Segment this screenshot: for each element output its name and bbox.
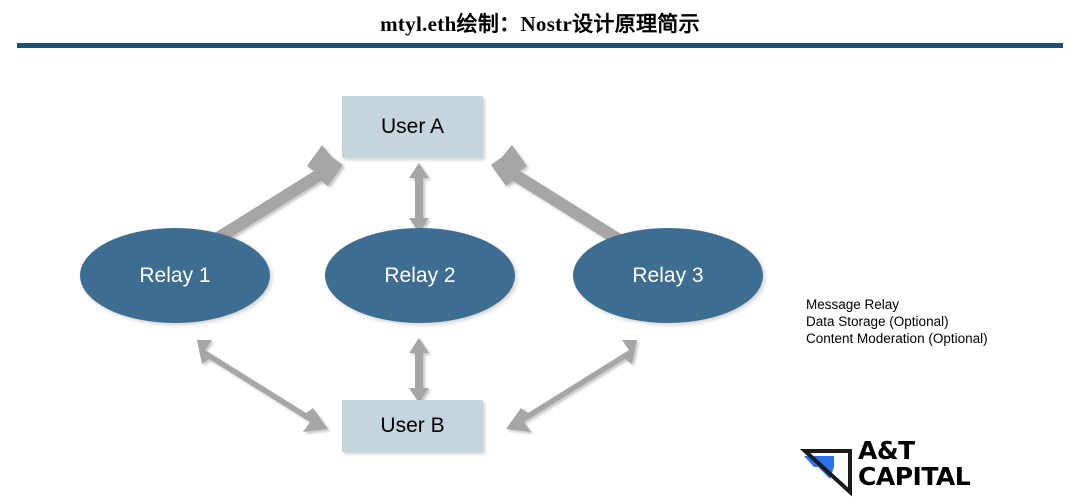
arrow-user-b-relay-1 xyxy=(197,340,328,432)
relay-role-line-2: Data Storage (Optional) xyxy=(806,314,949,329)
node-user-b[interactable]: User B xyxy=(342,400,483,452)
arrow-user-b-relay-3 xyxy=(506,340,637,432)
relay-role-line-3: Content Moderation (Optional) xyxy=(806,331,988,346)
node-relay-3[interactable]: Relay 3 xyxy=(573,228,763,323)
relay-roles-annotation: Message Relay Data Storage (Optional) Co… xyxy=(806,296,988,347)
node-relay-3-label: Relay 3 xyxy=(632,263,704,287)
node-relay-1-label: Relay 1 xyxy=(139,263,211,287)
connection-arrows-layer xyxy=(197,145,637,432)
arrow-user-a-relay-1 xyxy=(213,145,343,244)
arrow-user-a-relay-2 xyxy=(409,163,429,233)
node-relay-1[interactable]: Relay 1 xyxy=(80,228,270,323)
node-relay-2-label: Relay 2 xyxy=(384,263,456,287)
logo-line-1: A&T xyxy=(858,436,915,465)
page-title: mtyl.eth绘制：Nostr设计原理简示 xyxy=(380,12,700,36)
title-bar: mtyl.eth绘制：Nostr设计原理简示 xyxy=(0,0,1080,50)
node-relay-2[interactable]: Relay 2 xyxy=(325,228,515,323)
at-capital-logo-mark xyxy=(800,449,852,497)
node-user-a-label: User A xyxy=(380,115,445,138)
at-capital-logo: A&T CAPITAL xyxy=(800,438,990,500)
arrow-user-b-relay-2 xyxy=(409,338,429,403)
arrow-user-a-relay-3 xyxy=(491,145,621,244)
title-divider xyxy=(17,43,1063,48)
node-user-b-label: User B xyxy=(380,414,445,437)
nostr-architecture-diagram: User A Relay 1 Relay 2 Relay 3 User B Me… xyxy=(0,50,1080,497)
at-capital-wordmark: A&T CAPITAL xyxy=(858,436,971,491)
logo-line-2: CAPITAL xyxy=(858,462,971,491)
relay-role-line-1: Message Relay xyxy=(806,297,900,312)
node-user-a[interactable]: User A xyxy=(342,96,483,158)
